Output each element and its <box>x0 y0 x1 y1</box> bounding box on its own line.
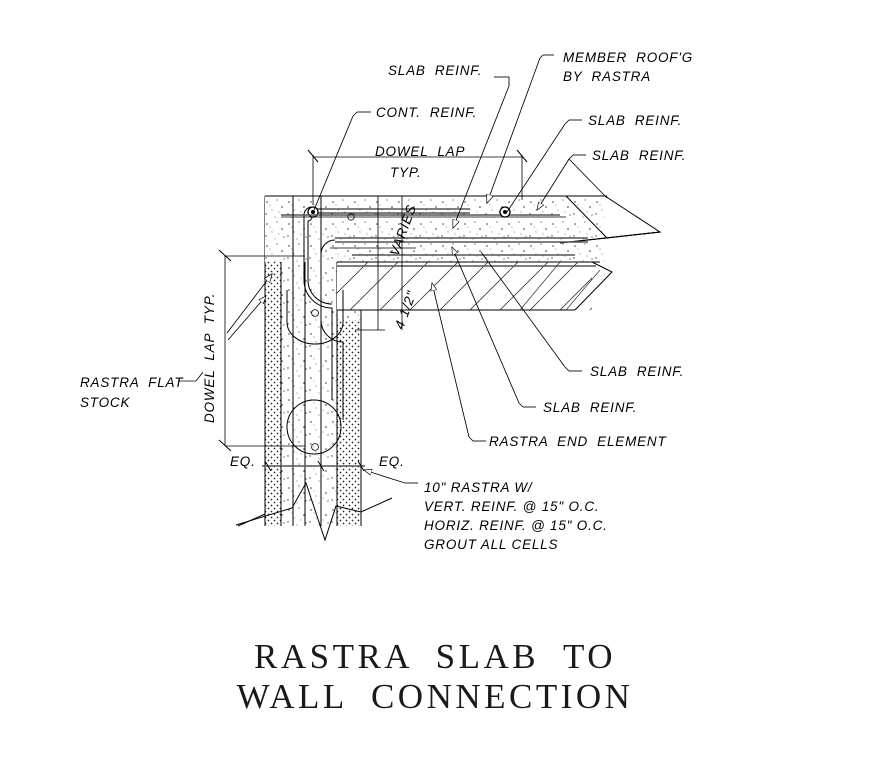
label-eq-right: EQ. <box>379 454 405 469</box>
label-rastra-note-line1: 10" RASTRA W/ <box>424 480 533 495</box>
leader-flat-stock-arrow <box>227 296 266 341</box>
label-rastra-note-line3: HORIZ. REINF. @ 15" O.C. <box>424 518 608 533</box>
label-slab-reinf-right-lower: SLAB REINF. <box>592 148 686 163</box>
label-rastra-flat-stock-line1: RASTRA FLAT <box>80 375 184 390</box>
annotation-text: SLAB REINF. MEMBER ROOF'G BY RASTRA CONT… <box>80 50 693 552</box>
label-dowel-lap-top-line1: DOWEL LAP <box>375 144 465 159</box>
dowel-circle-lower <box>286 399 342 455</box>
label-rastra-flat-stock-line2: STOCK <box>80 395 130 410</box>
wall-slab-assembly <box>235 195 662 542</box>
label-rastra-note-line4: GROUT ALL CELLS <box>424 537 558 552</box>
label-rastra-end-element: RASTRA END ELEMENT <box>489 434 667 449</box>
label-slab-reinf-mid-right: SLAB REINF. <box>590 364 684 379</box>
label-slab-reinf-right-upper: SLAB REINF. <box>588 113 682 128</box>
label-member-roofg-line2: BY RASTRA <box>563 69 651 84</box>
label-dowel-lap-vertical: DOWEL LAP TYP. <box>202 293 217 423</box>
wall-break-line <box>235 481 393 542</box>
label-slab-reinf-low-right: SLAB REINF. <box>543 400 637 415</box>
label-eq-left: EQ. <box>230 454 256 469</box>
label-rastra-note-line2: VERT. REINF. @ 15" O.C. <box>424 499 599 514</box>
leader-lines <box>178 54 608 484</box>
title-line-2: WALL CONNECTION <box>237 677 634 716</box>
title-line-1: RASTRA SLAB TO <box>254 637 616 676</box>
label-dowel-lap-top-line2: TYP. <box>390 165 421 180</box>
drawing-title: RASTRA SLAB TO WALL CONNECTION <box>237 637 634 716</box>
dimension-lines <box>218 149 528 452</box>
label-slab-reinf-top-left: SLAB REINF. <box>388 63 482 78</box>
leader-dowel-lap-typ <box>226 274 272 334</box>
label-cont-reinf: CONT. REINF. <box>376 105 477 120</box>
reinforcing-steel <box>281 196 588 526</box>
dowel-hook-upper <box>286 290 344 345</box>
label-member-roofg-line1: MEMBER ROOF'G <box>563 50 693 65</box>
